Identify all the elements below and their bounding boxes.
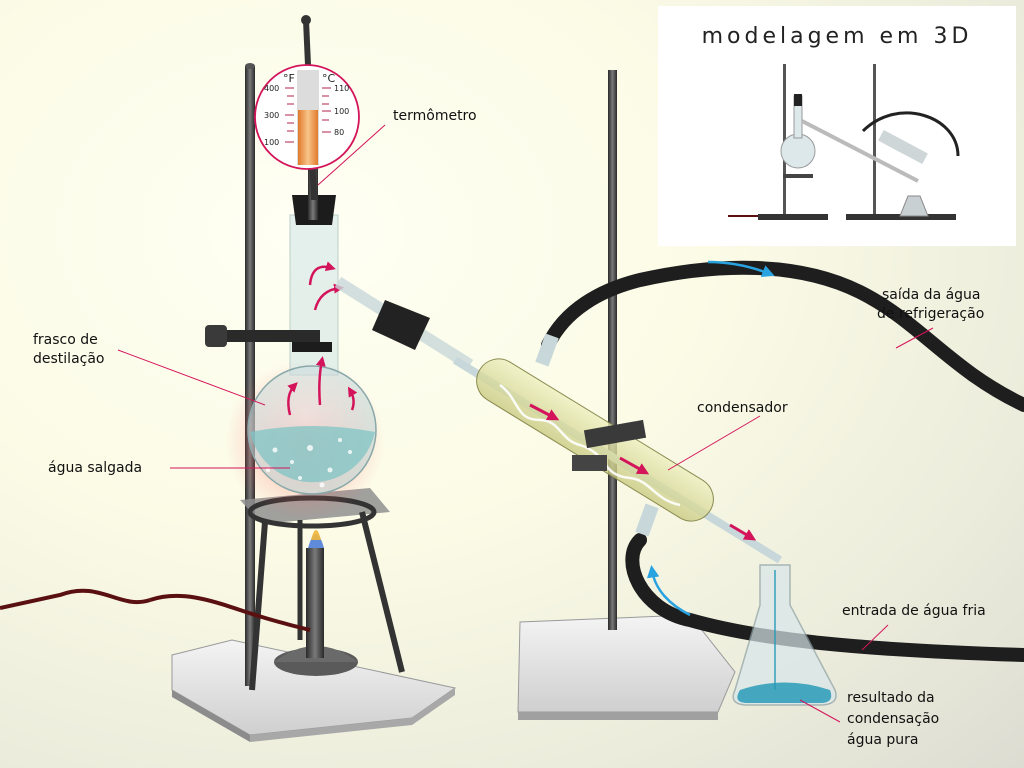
leader-inlet	[861, 624, 889, 651]
c-tick-100: 100	[334, 107, 349, 116]
inset-miniature	[728, 64, 960, 220]
support-rod	[245, 66, 255, 686]
label-condenser: condensador	[697, 400, 788, 416]
fahrenheit-unit: °F	[283, 72, 295, 85]
outlet-hose	[541, 260, 1024, 412]
inset-title: modelagem em 3D	[701, 24, 973, 49]
leader-result	[799, 699, 841, 723]
label-outlet-line2: de refrigeração	[877, 306, 985, 322]
side-arm	[334, 276, 474, 371]
f-tick-400: 400	[264, 84, 279, 93]
gas-hose	[0, 588, 151, 610]
leader-outlet	[895, 327, 934, 349]
leader-lines	[117, 124, 934, 723]
f-tick-100: 100	[264, 138, 279, 147]
leader-flask	[117, 349, 266, 406]
label-thermometer: termômetro	[393, 108, 477, 124]
label-flask-line2: destilação	[33, 351, 105, 367]
label-result-line1: resultado da	[847, 690, 935, 706]
label-result-line2: condensação	[847, 711, 940, 727]
inlet-hose	[625, 533, 1024, 662]
thermometer-magnifier: °F °C 400 300 100 110 100 80	[254, 64, 360, 170]
pure-water	[737, 682, 832, 703]
c-tick-110: 110	[334, 84, 349, 93]
bunsen-burner	[0, 530, 358, 676]
label-cold-inlet: entrada de água fria	[842, 603, 986, 619]
label-flask-line1: frasco de	[33, 332, 98, 348]
celsius-unit: °C	[322, 72, 336, 85]
condenser	[452, 333, 783, 564]
leader-condenser	[667, 415, 761, 471]
label-salt-water: água salgada	[48, 460, 143, 476]
support-rod	[608, 70, 617, 630]
3d-model-inset: modelagem em 3D	[658, 6, 1016, 246]
label-result-line3: água pura	[847, 732, 919, 748]
c-tick-80: 80	[334, 128, 344, 137]
erlenmeyer-flask	[732, 564, 837, 706]
leader-thermometer	[317, 124, 386, 186]
label-outlet-line1: saída da água	[882, 287, 981, 303]
f-tick-300: 300	[264, 111, 279, 120]
outflow-arrow	[707, 260, 775, 278]
inflow-arrow	[646, 565, 691, 617]
left-stand	[171, 63, 457, 742]
